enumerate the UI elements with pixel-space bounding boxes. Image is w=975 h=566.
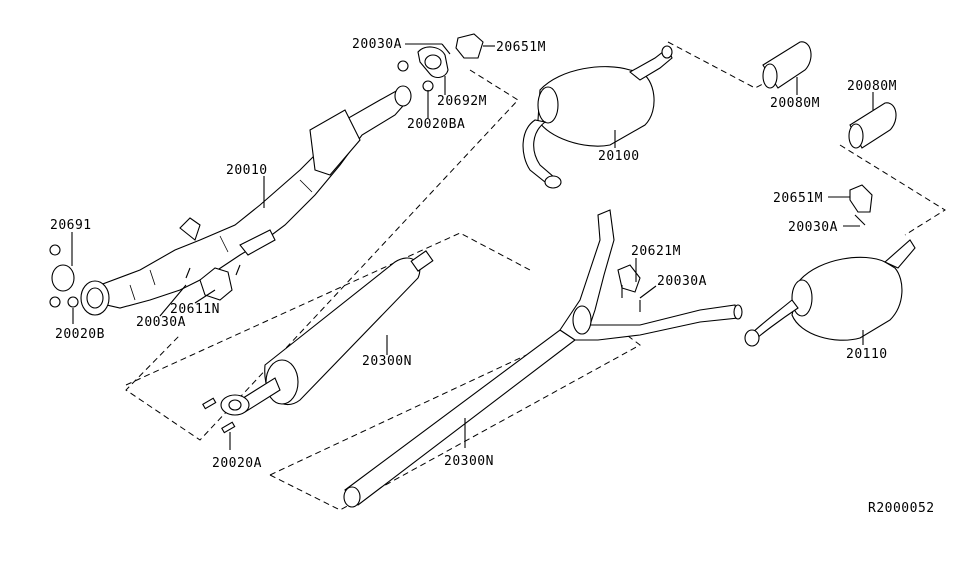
reference-code: R2000052 bbox=[868, 501, 935, 516]
stud[interactable] bbox=[202, 397, 236, 434]
mounting-bracket[interactable] bbox=[185, 264, 241, 301]
part-label[interactable]: 20621M bbox=[631, 244, 681, 259]
part-label[interactable]: 20300N bbox=[362, 354, 412, 369]
nut[interactable] bbox=[397, 60, 434, 92]
part-label[interactable]: 20030A bbox=[788, 220, 838, 235]
front-pipe-catalyst-assembly[interactable] bbox=[80, 85, 412, 316]
bolt[interactable] bbox=[854, 214, 866, 226]
part-label[interactable]: 20020BA bbox=[407, 117, 465, 132]
part-label[interactable]: 20030A bbox=[136, 315, 186, 330]
part-label[interactable]: 20651M bbox=[496, 40, 546, 55]
center-pipe[interactable] bbox=[343, 209, 743, 508]
part-label[interactable]: 20100 bbox=[598, 149, 640, 164]
part-labels: 20030A 20651M 20692M 20020BA 20010 20691… bbox=[50, 37, 897, 471]
group-outline-front-pipe bbox=[125, 69, 519, 441]
part-label[interactable]: 20020A bbox=[212, 456, 262, 471]
part-label[interactable]: 20020B bbox=[55, 327, 105, 342]
pipe-hanger-bracket[interactable] bbox=[617, 264, 641, 293]
group-outline-center-muffler bbox=[125, 232, 531, 386]
part-label[interactable]: 20080M bbox=[847, 79, 897, 94]
exhaust-tip[interactable] bbox=[848, 102, 897, 149]
part-label[interactable]: 20300N bbox=[444, 454, 494, 469]
main-muffler-right[interactable] bbox=[522, 45, 673, 189]
bolt[interactable] bbox=[441, 43, 451, 55]
part-label[interactable]: 20110 bbox=[846, 347, 888, 362]
group-outline-left-muffler bbox=[839, 144, 946, 236]
exhaust-tip[interactable] bbox=[762, 41, 812, 89]
rubber-hanger[interactable] bbox=[455, 33, 484, 59]
rubber-hanger[interactable] bbox=[849, 184, 873, 213]
center-muffler[interactable] bbox=[220, 250, 434, 416]
bolt[interactable] bbox=[621, 285, 641, 312]
part-label[interactable]: 20080M bbox=[770, 96, 820, 111]
nut[interactable] bbox=[49, 244, 79, 308]
main-muffler-left[interactable] bbox=[744, 239, 916, 347]
part-label[interactable]: 20010 bbox=[226, 163, 268, 178]
part-label[interactable]: 20611N bbox=[170, 302, 220, 317]
flange-gasket[interactable] bbox=[417, 46, 449, 79]
gasket-ring[interactable] bbox=[51, 264, 75, 292]
part-label[interactable]: 20030A bbox=[657, 274, 707, 289]
leader-lines bbox=[71, 43, 874, 450]
part-label[interactable]: 20030A bbox=[352, 37, 402, 52]
part-label[interactable]: 20651M bbox=[773, 191, 823, 206]
part-label[interactable]: 20692M bbox=[437, 94, 487, 109]
part-label[interactable]: 20691 bbox=[50, 218, 92, 233]
